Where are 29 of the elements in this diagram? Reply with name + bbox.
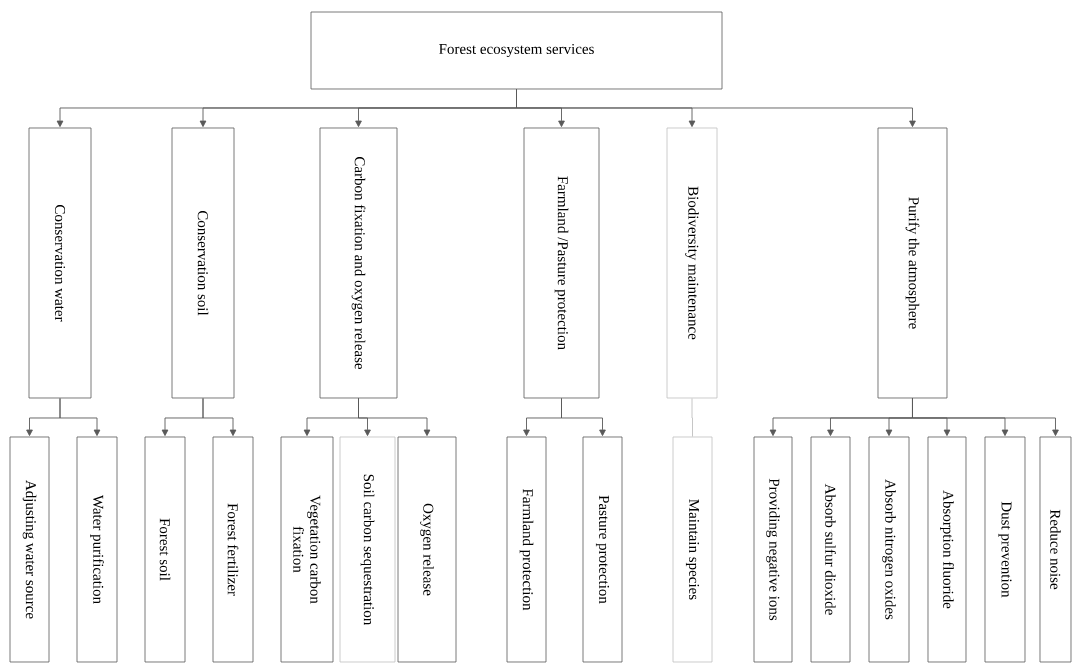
item-box: Pasture protection — [582, 436, 623, 663]
item-box: Absorb nitrogen oxides — [868, 436, 910, 663]
arrow — [59, 397, 101, 437]
category-box: Farmland /Pasture protection — [523, 127, 600, 399]
item-box: Soil carbon sequestration — [339, 436, 396, 663]
item-box: Providing negative ions — [753, 436, 793, 663]
arrow — [561, 397, 606, 437]
item-box: Water purification — [76, 436, 118, 663]
item-box: Maintain species — [672, 436, 713, 663]
item-box: Oxygen release — [397, 436, 457, 663]
item-box: Reduce noise — [1039, 436, 1072, 663]
arrow — [358, 397, 431, 437]
arrow — [202, 397, 237, 437]
category-box: Biodiversity maintenance — [666, 127, 718, 399]
category-box: Purify the atmosphere — [877, 127, 948, 399]
item-box: Adjusting water source — [9, 436, 50, 663]
item-box: Absorption fluoride — [927, 436, 967, 663]
category-box: Carbon fixation and oxygen release — [319, 127, 398, 399]
arrow — [912, 397, 1059, 437]
item-box: Forest soil — [144, 436, 186, 663]
root-box: Forest ecosystem services — [310, 11, 723, 90]
item-box: Dust prevention — [984, 436, 1026, 663]
item-box: Vegetation carbon fixation — [280, 436, 334, 663]
arrow — [516, 88, 916, 128]
category-box: Conservation water — [28, 127, 92, 399]
item-box: Forest fertilizer — [212, 436, 254, 663]
item-box: Farmland protection — [506, 436, 547, 663]
item-box: Absorb sulfur dioxide — [810, 436, 851, 663]
category-box: Conservation soil — [171, 127, 235, 399]
